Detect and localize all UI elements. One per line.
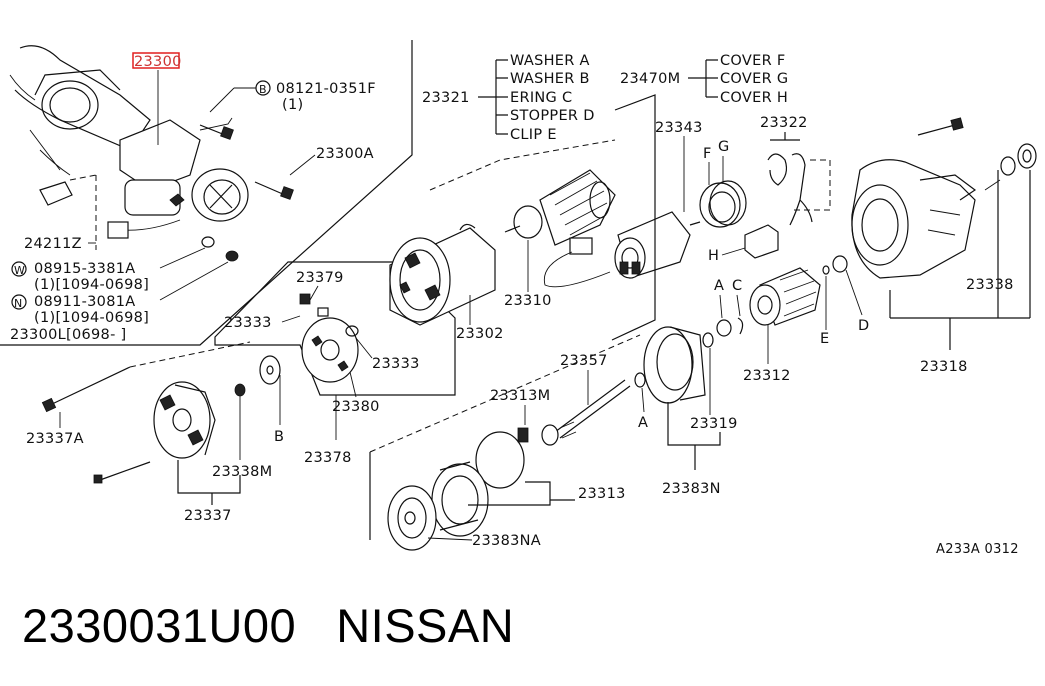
- label-24211Z: 24211Z: [24, 236, 82, 252]
- item-cover-f: COVER F: [720, 53, 786, 69]
- footer-brand: NISSAN: [336, 599, 515, 652]
- inset-border: [0, 40, 413, 346]
- bolt-08121: [199, 117, 234, 140]
- cap-24211Z: [39, 174, 97, 250]
- label-23333-a: 23333: [224, 315, 272, 331]
- letter-a-upper: A: [714, 278, 724, 294]
- note-08911: (1)[1094-0698]: [34, 310, 149, 326]
- label-08911: 08911-3081A: [34, 294, 135, 310]
- rear-cover-23337: [153, 381, 216, 459]
- label-23337: 23337: [184, 508, 232, 524]
- label-23378: 23378: [304, 450, 352, 466]
- connector-plug: [569, 237, 593, 255]
- letter-d: D: [858, 318, 869, 334]
- bolt-circle-letter: B: [259, 83, 267, 96]
- engine-block-outline: [9, 45, 151, 176]
- letter-b: B: [274, 429, 284, 445]
- label-23319: 23319: [690, 416, 738, 432]
- gear-23313M: [517, 421, 577, 446]
- label-23379: 23379: [296, 270, 344, 286]
- highlighted-part-number: 23300: [134, 54, 182, 70]
- letter-h: H: [708, 248, 719, 264]
- label-23338: 23338: [966, 277, 1014, 293]
- footer-part-number: 2330031U00: [22, 599, 297, 652]
- label-23333-b: 23333: [372, 356, 420, 372]
- item-ering-c: ERING C: [510, 90, 572, 106]
- item-washer-a: WASHER A: [510, 53, 590, 69]
- label-23313M: 23313M: [490, 388, 550, 404]
- label-23357: 23357: [560, 353, 608, 369]
- note-08915: (1)[1094-0698]: [34, 277, 149, 293]
- cover-23383NA: [387, 485, 437, 551]
- item-cover-g: COVER G: [720, 71, 788, 87]
- yoke-23302: [389, 223, 496, 326]
- item-cover-h: COVER H: [720, 90, 788, 106]
- letter-e: E: [820, 331, 829, 347]
- brush-holder-plate: [301, 317, 359, 383]
- letter-c: C: [732, 278, 742, 294]
- label-23300L: 23300L[0698- ]: [10, 327, 126, 343]
- armature-23310: [504, 169, 616, 246]
- letter-a-lower: A: [638, 415, 648, 431]
- label-23470M: 23470M: [620, 71, 680, 87]
- pinion-housing: [643, 326, 714, 404]
- bolt-part-number: 08121-0351F: [276, 81, 376, 97]
- highlight-box: [132, 52, 180, 69]
- label-23310: 23310: [504, 293, 552, 309]
- letter-f: F: [703, 146, 712, 162]
- label-23380: 23380: [332, 399, 380, 415]
- gear-housing-23313: [431, 461, 489, 537]
- item-clip-e: CLIP E: [510, 127, 557, 143]
- lever-23322: [767, 153, 813, 226]
- brush-holder-outline: [214, 261, 456, 396]
- label-23338M: 23338M: [212, 464, 272, 480]
- label-23343: 23343: [655, 120, 703, 136]
- label-23300A: 23300A: [316, 146, 374, 162]
- letter-g: G: [718, 139, 730, 155]
- solenoid-23343: [614, 211, 701, 279]
- label-08915: 08915-3381A: [34, 261, 135, 277]
- label-23312: 23312: [743, 368, 791, 384]
- housing-23318: [851, 117, 977, 279]
- w-circle-letter: W: [14, 264, 25, 277]
- label-23321: 23321: [422, 90, 470, 106]
- item-washer-b: WASHER B: [510, 71, 590, 87]
- bolt-23300A: [254, 154, 316, 200]
- diagram-reference-code: A233A 0312: [936, 542, 1019, 557]
- label-23313: 23313: [578, 486, 626, 502]
- cover-f-g: [699, 180, 747, 228]
- starter-assembly-small: [107, 119, 249, 239]
- through-bolt-23337A: [41, 366, 131, 413]
- footer-caption: 2330031U00 NISSAN: [22, 598, 554, 653]
- clutch-23312: [749, 267, 821, 326]
- label-23322: 23322: [760, 115, 808, 131]
- label-23318: 23318: [920, 359, 968, 375]
- ring-23313: [475, 431, 525, 489]
- label-23383NA: 23383NA: [472, 533, 541, 549]
- bolt-quantity: (1): [282, 97, 303, 113]
- shaft-23357: [554, 379, 631, 439]
- solenoid-bracket: [611, 94, 656, 341]
- exploded-view-svg: 23300 B 08121-0351F (1) 23300A 24211Z W …: [0, 40, 1037, 557]
- label-23383N: 23383N: [662, 481, 721, 497]
- item-stopper-d: STOPPER D: [510, 108, 595, 124]
- n-circle-letter: N: [14, 297, 23, 310]
- cover-h: [744, 224, 779, 259]
- label-23337A: 23337A: [26, 431, 84, 447]
- label-23302: 23302: [456, 326, 504, 342]
